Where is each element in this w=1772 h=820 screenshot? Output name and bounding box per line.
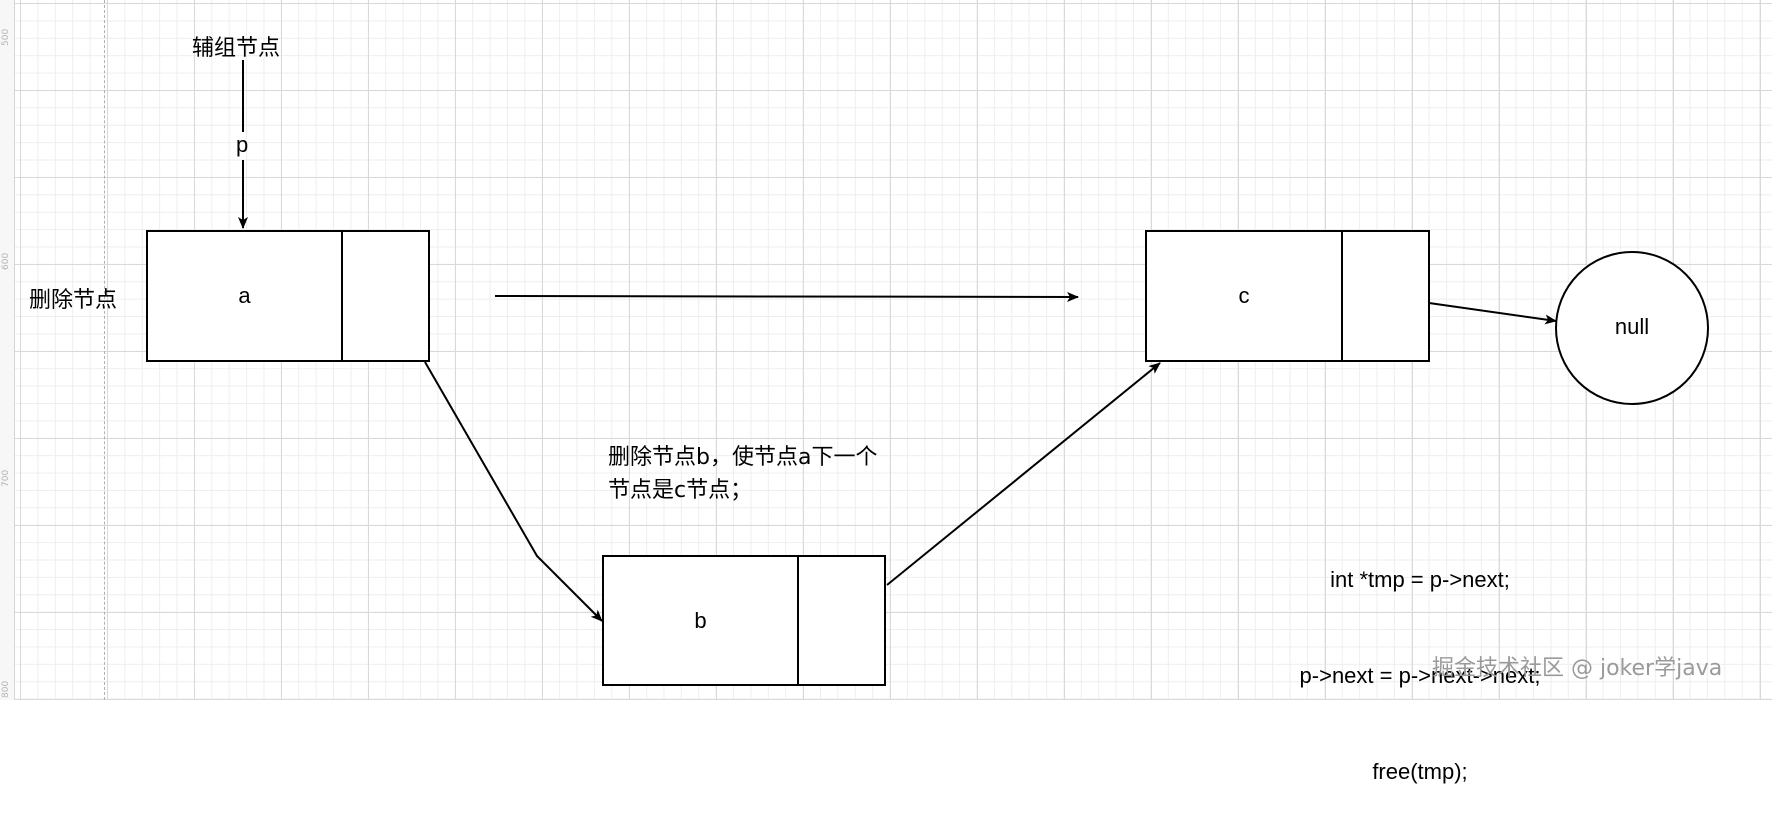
helper-node-title: 辅组节点 xyxy=(192,36,281,61)
edge-a-to-c[interactable] xyxy=(494,291,1079,302)
node-a-label: a xyxy=(238,283,251,308)
pointer-label: p xyxy=(236,132,249,157)
edge-b-to-c[interactable] xyxy=(886,362,1161,586)
node-a-next-cell[interactable] xyxy=(341,230,430,362)
node-b-next-cell[interactable] xyxy=(797,555,886,686)
node-c-next-cell[interactable] xyxy=(1341,230,1430,362)
node-c[interactable] xyxy=(1145,230,1430,362)
note-line-1: 删除节点b，使节点a下一个 xyxy=(608,445,878,470)
edge-c-to-null[interactable] xyxy=(1428,302,1557,325)
page-boundary-line xyxy=(104,0,105,700)
delete-node-label: 删除节点 xyxy=(29,288,118,313)
code-line-3: free(tmp); xyxy=(1372,759,1468,784)
watermark: 掘金技术社区 @ joker学java xyxy=(1432,656,1723,681)
node-a[interactable] xyxy=(146,230,430,362)
node-b[interactable] xyxy=(602,555,886,686)
linked-list-diagram xyxy=(146,60,1709,686)
null-label: null xyxy=(1614,314,1650,339)
node-c-label: c xyxy=(1238,283,1250,308)
edge-a-to-b[interactable] xyxy=(424,361,603,622)
null-node[interactable] xyxy=(1555,251,1709,405)
node-c-data-cell[interactable] xyxy=(1145,230,1343,362)
code-line-1: int *tmp = p->next; xyxy=(1330,567,1510,592)
node-b-label: b xyxy=(694,608,707,633)
diagram-canvas xyxy=(0,0,1772,700)
vertical-ruler: 500 600 700 800 xyxy=(0,0,15,700)
code-line-2: p->next = p->next->next; xyxy=(1299,663,1541,688)
node-b-data-cell[interactable] xyxy=(602,555,799,686)
note-line-2: 节点是c节点； xyxy=(608,478,753,503)
